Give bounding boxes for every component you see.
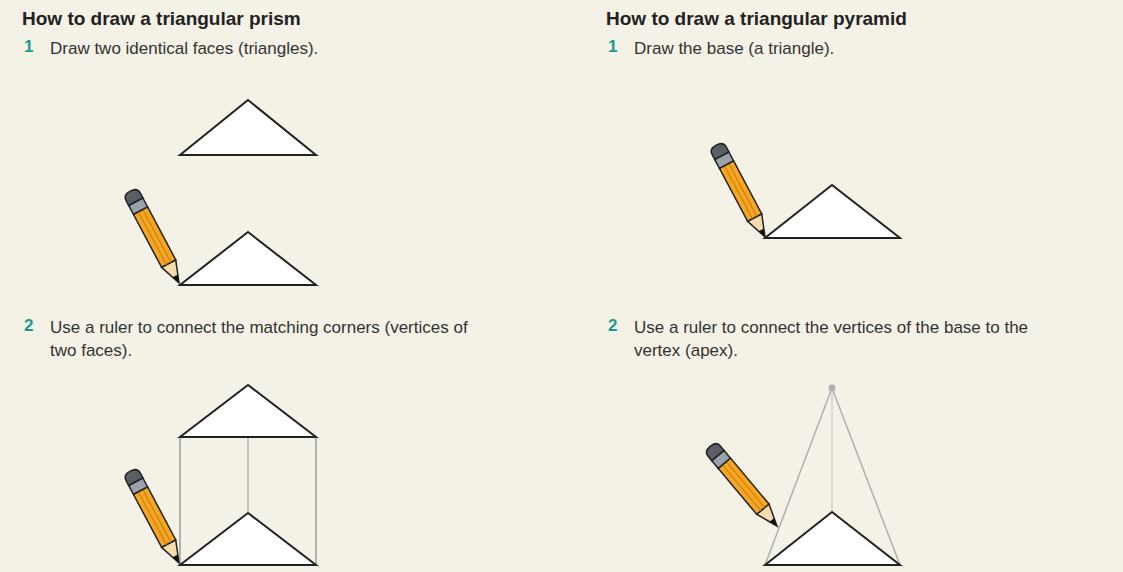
step-text: Draw the base (a triangle). bbox=[634, 37, 1084, 60]
step-text: Use a ruler to connect the matching corn… bbox=[50, 316, 495, 362]
step-number: 2 bbox=[24, 316, 33, 336]
heading: How to draw a triangular pyramid bbox=[606, 8, 907, 30]
step-text: Use a ruler to connect the vertices of t… bbox=[634, 316, 1052, 362]
step-number: 2 bbox=[608, 316, 617, 336]
heading: How to draw a triangular prism bbox=[22, 8, 301, 30]
step-text: Draw two identical faces (triangles). bbox=[50, 37, 500, 60]
step-number: 1 bbox=[608, 37, 617, 57]
step-number: 1 bbox=[24, 37, 33, 57]
